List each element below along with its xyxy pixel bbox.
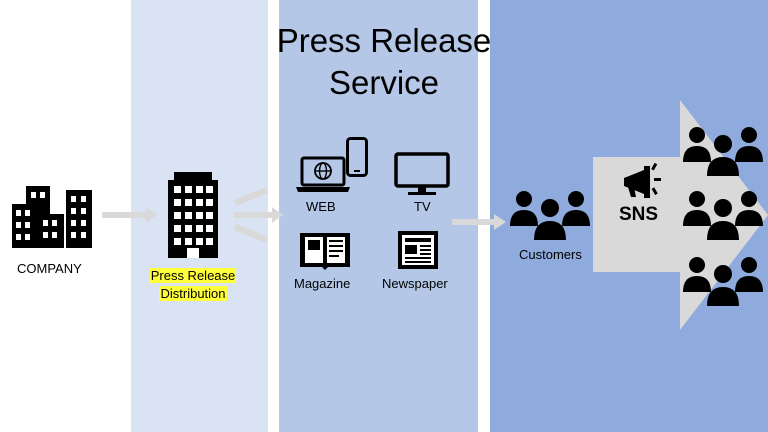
people-group-icon [683, 257, 763, 306]
magazine-label: Magazine [294, 276, 351, 291]
page-title: Press Release Service [262, 20, 506, 104]
web-label: WEB [306, 199, 336, 214]
megaphone-icon [624, 162, 661, 198]
tv-label: TV [414, 199, 431, 214]
people-group-icon [683, 191, 763, 240]
newspaper-label: Newspaper [382, 276, 448, 291]
distribution-label-line-1: Press Release [149, 268, 237, 283]
sns-big-arrow [593, 100, 768, 330]
company-buildings-icon [12, 186, 92, 248]
distribution-label: Press Release Distribution [146, 267, 240, 303]
customers-label: Customers [519, 247, 582, 262]
company-to-distribution-arrow [102, 207, 157, 223]
spread-arrow-up [234, 187, 268, 206]
tv-icon [394, 152, 450, 195]
newspaper-icon [398, 231, 438, 269]
title-line-1: Press Release [276, 22, 492, 59]
people-group-icon [683, 127, 763, 176]
distribution-label-line-2: Distribution [159, 286, 227, 301]
company-label: COMPANY [17, 261, 82, 276]
media-to-customers-arrow [452, 214, 506, 230]
customers-group-icon [510, 191, 590, 240]
sns-label: SNS [619, 204, 659, 225]
magazine-icon [300, 233, 350, 270]
laptop-globe-icon [296, 156, 350, 192]
spread-arrow-mid [234, 207, 283, 223]
title-line-2: Service [328, 64, 440, 101]
band-media [279, 0, 478, 432]
spread-arrow-down [234, 224, 268, 243]
distribution-building-icon [168, 172, 218, 258]
smartphone-icon [346, 137, 368, 177]
